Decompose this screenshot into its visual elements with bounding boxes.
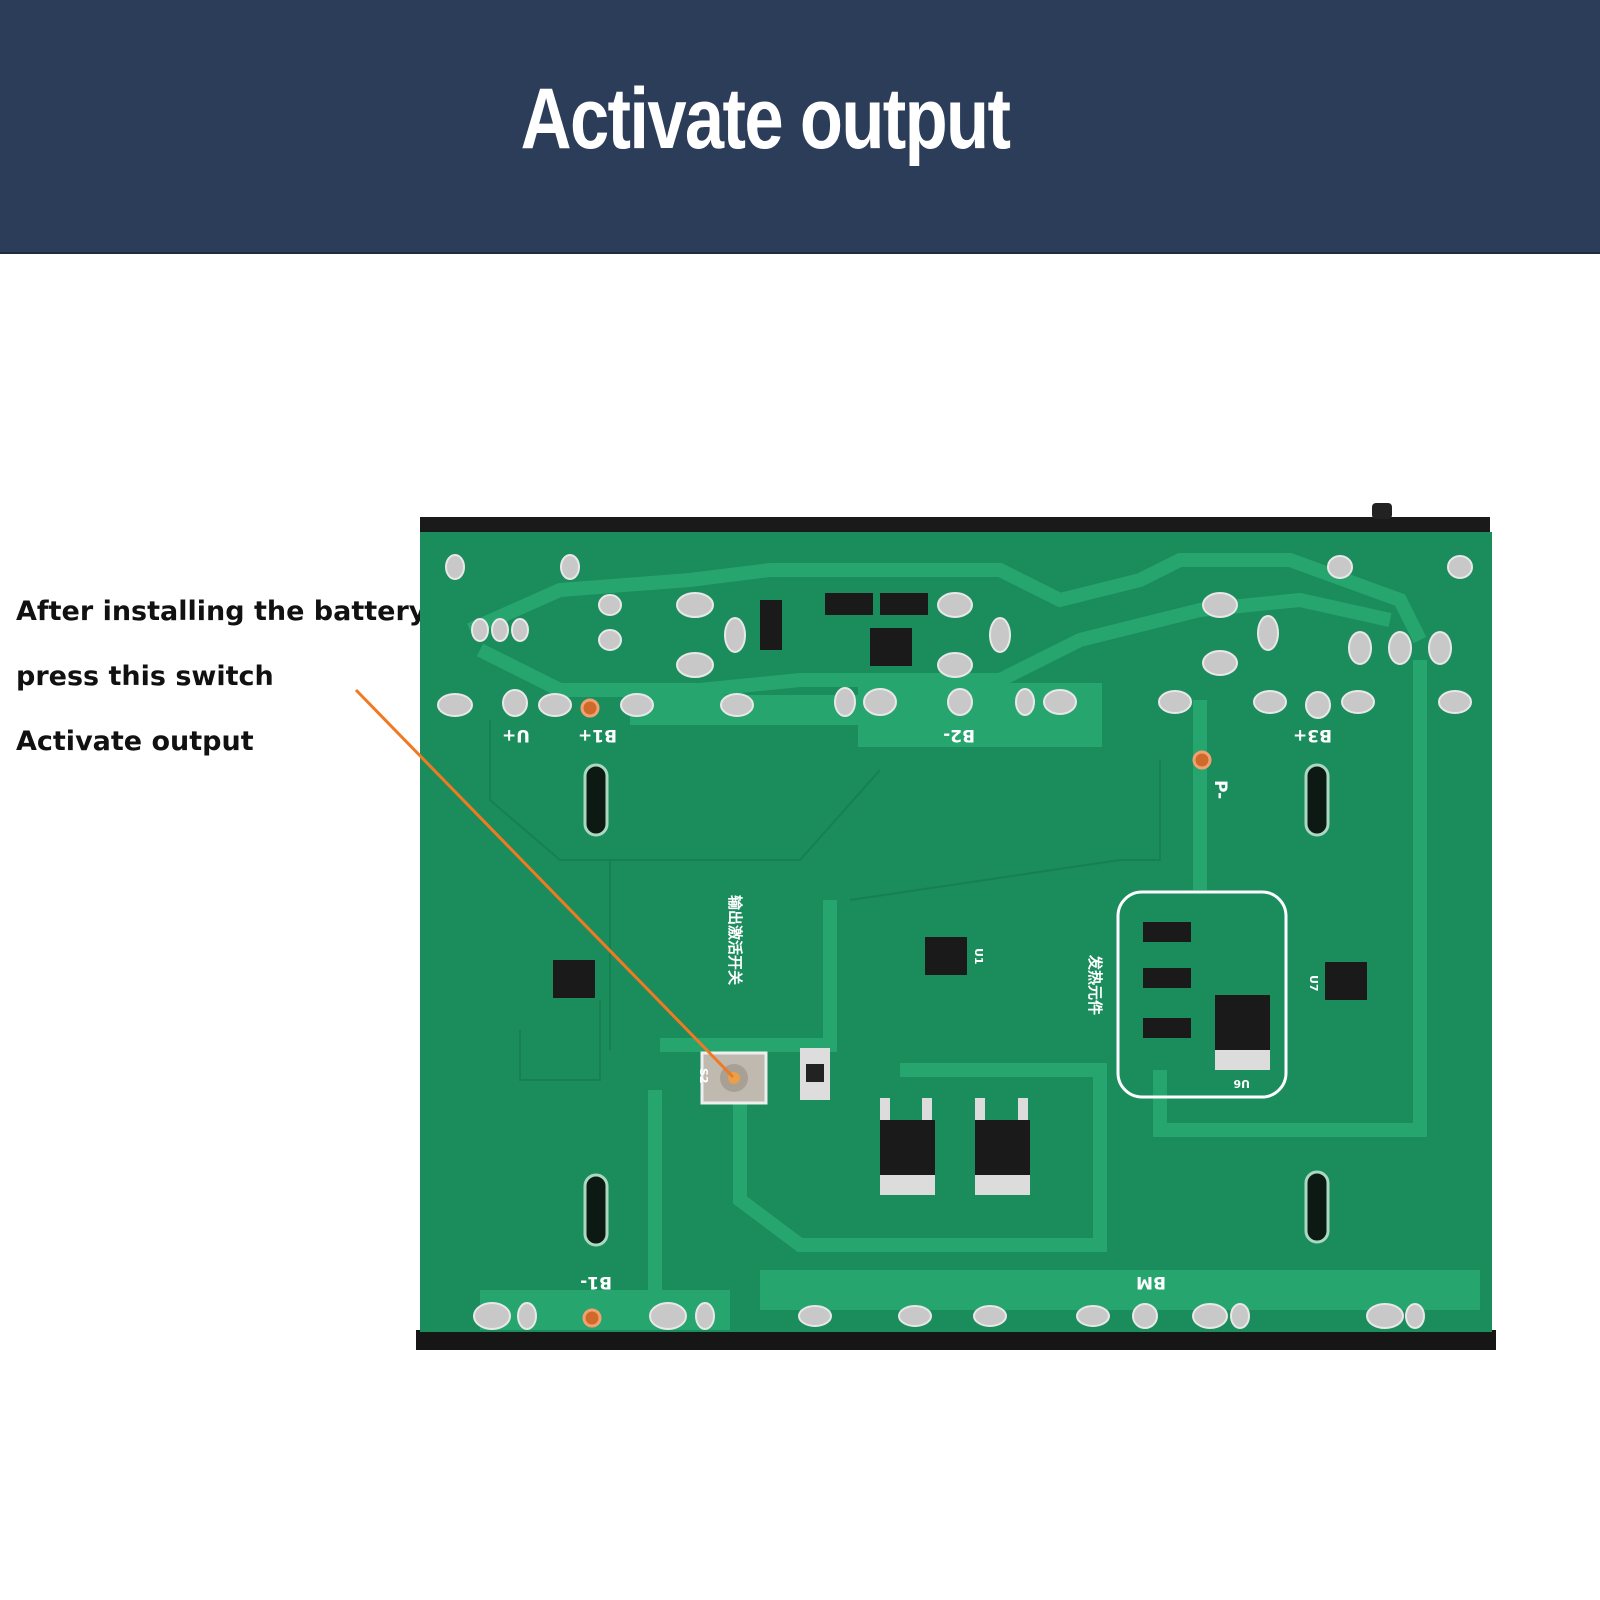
label-u6: U6 <box>1233 1077 1250 1090</box>
label-u7: U7 <box>1307 975 1320 992</box>
label-s2: S2 <box>697 1068 710 1084</box>
page-title: Activate output <box>520 71 1011 167</box>
rail-knob <box>1372 503 1392 519</box>
top-rail <box>420 517 1490 535</box>
label-heat-cn: 发热元件 <box>1086 954 1104 1015</box>
activate-switch-s2[interactable] <box>700 1051 768 1105</box>
instruction-line-3: Activate output <box>16 726 254 757</box>
label-b1-plus: B1+ <box>578 725 617 745</box>
board <box>420 532 1492 1332</box>
label-bm: BM <box>1136 1272 1166 1292</box>
mosfet-tabs <box>880 1050 1270 1195</box>
instruction-line-1: After installing the battery <box>16 596 427 627</box>
pointer-line <box>354 688 735 1079</box>
label-switch-cn: 输出激活开关 <box>726 895 744 985</box>
label-b2-minus: B2- <box>943 725 975 745</box>
mounting-slots <box>583 763 1330 1247</box>
solder-pads <box>437 554 1473 1330</box>
label-u-plus: U+ <box>502 725 530 745</box>
label-b1-minus: B1- <box>580 1272 612 1292</box>
instruction-line-2: press this switch <box>16 661 274 692</box>
copper-vias <box>580 698 1212 1328</box>
label-u1: U1 <box>972 948 985 965</box>
header-banner: Activate output <box>0 0 1600 254</box>
ic-chips <box>553 593 1367 1175</box>
silkscreen-labels: U+ B1+ B2- B3+ P- B1- BM 输出激活开关 发热元件 S2 … <box>502 725 1332 1292</box>
bottom-rail <box>416 1330 1496 1350</box>
thin-traces <box>489 720 1161 1081</box>
label-b3-plus: B3+ <box>1293 725 1332 745</box>
label-p-minus: P- <box>1210 780 1230 799</box>
heat-components-outline <box>1116 890 1288 1099</box>
